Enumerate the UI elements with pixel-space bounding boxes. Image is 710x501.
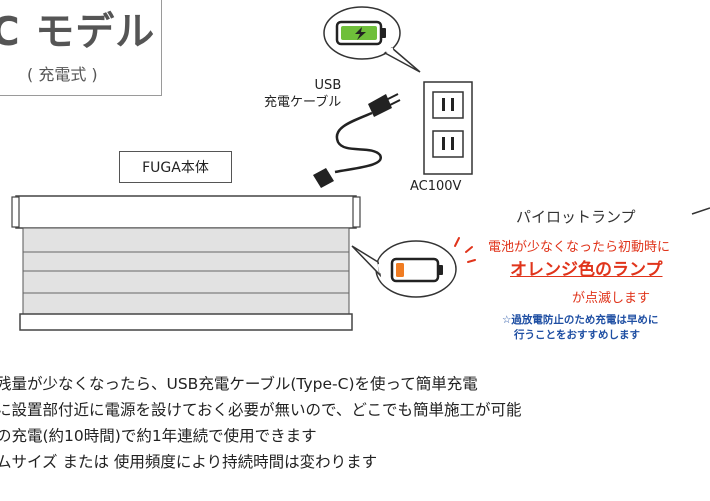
low-battery-icon [390,257,443,283]
description-list: 残量が少なくなったら、USB充電ケーブル(Type-C)を使って簡単充電 に設置… [0,371,521,475]
title-box: C モデル ( 充電式 ) [0,0,162,96]
description-line: の充電(約10時間)で約1年連続で使用できます [0,427,317,445]
pilot-lamp-title: パイロットランプ [516,208,636,226]
wall-outlet [423,81,473,175]
title-sub: ( 充電式 ) [27,65,98,84]
description-line: ムサイズ または 使用頻度により持続時間は変わります [0,453,378,471]
outlet-label: AC100V [410,179,462,194]
usb-cable [313,93,401,188]
usb-cable-label: USB 充電ケーブル [264,77,341,111]
pilot-lamp-line2: オレンジ色のランプ [510,260,663,280]
body-label: FUGA本体 [119,151,232,183]
blink-marks [454,237,476,263]
pilot-lamp-line1: 電池が少なくなったら初動時に [488,240,671,255]
pilot-note-line2: 行うことをおすすめします [514,329,640,341]
description-line: 残量が少なくなったら、USB充電ケーブル(Type-C)を使って簡単充電 [0,375,478,393]
pilot-note-line1: ☆過放電防止のため充電は早めに [502,314,659,326]
charging-battery-icon [335,20,386,46]
pilot-lamp-line3: が点滅します [572,291,651,306]
usb-label-line1: USB [314,78,342,93]
description-line: に設置部付近に電源を設けておく必要が無いので、どこでも簡単施工が可能 [0,401,522,419]
roller-blind [11,195,361,331]
pilot-leader-line [691,207,710,215]
title-main: C モデル [0,10,156,55]
pilot-lamp-note: ☆過放電防止のため充電は早めに 行うことをおすすめします [502,313,658,343]
usb-label-line2: 充電ケーブル [264,95,342,110]
